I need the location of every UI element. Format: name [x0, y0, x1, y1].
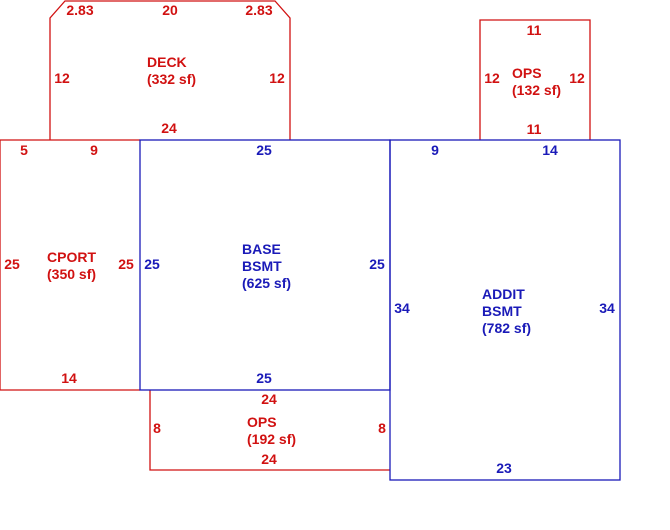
deck-bottom-dimension: 24	[161, 120, 177, 136]
addit-name-line2: BSMT	[482, 303, 522, 319]
ops-bottom-left-dimension: 8	[153, 420, 161, 436]
ops-top-outline	[479, 19, 591, 140]
ops-top-name: OPS	[512, 65, 542, 81]
ops-bottom-name: OPS	[247, 414, 277, 430]
ops-bottom-bottom-dimension: 24	[261, 451, 277, 467]
base-name-line1: BASE	[242, 241, 281, 257]
cport-area-label: (350 sf)	[47, 266, 96, 282]
deck-outline	[49, 0, 291, 140]
cport-right-dimension: 25	[118, 256, 134, 272]
deck-top-left-dimension: 2.83	[66, 2, 93, 18]
base-left-dimension: 25	[144, 256, 160, 272]
addit-bottom-dimension: 23	[496, 460, 512, 476]
addit-right-dimension: 34	[599, 300, 615, 316]
addit-basement-area: 9 14 34 34 23 ADDIT BSMT (782 sf)	[389, 139, 621, 481]
cport-outline	[0, 139, 140, 391]
addit-basement-outline	[389, 139, 621, 481]
base-area-label: (625 sf)	[242, 275, 291, 291]
addit-top-segment-a-dimension: 9	[431, 142, 439, 158]
deck-right-dimension: 12	[269, 70, 285, 86]
ops-top-top-dimension: 11	[527, 22, 542, 38]
deck-top-right-dimension: 2.83	[245, 2, 272, 18]
ops-bottom-outline	[149, 390, 390, 471]
base-basement-area: 25 25 25 25 BASE BSMT (625 sf)	[139, 139, 391, 391]
cport-area: 5 9 25 25 14 CPORT (350 sf)	[0, 139, 140, 391]
base-top-dimension: 25	[256, 142, 272, 158]
addit-area-label: (782 sf)	[482, 320, 531, 336]
cport-top-segment-a-dimension: 5	[20, 142, 28, 158]
deck-name: DECK	[147, 54, 187, 70]
ops-bottom-right-dimension: 8	[378, 420, 386, 436]
deck-top-dimension: 20	[162, 2, 178, 18]
ops-top-bottom-dimension: 11	[527, 121, 542, 137]
base-right-dimension: 25	[369, 256, 385, 272]
ops-top-right-dimension: 12	[569, 70, 585, 86]
cport-bottom-dimension: 14	[61, 370, 77, 386]
ops-bottom-area: 24 8 8 24 OPS (192 sf)	[149, 390, 390, 471]
cport-name: CPORT	[47, 249, 96, 265]
addit-left-dimension: 34	[394, 300, 410, 316]
addit-name-line1: ADDIT	[482, 286, 525, 302]
ops-top-area: 11 12 12 11 OPS (132 sf)	[479, 19, 591, 140]
addit-top-segment-b-dimension: 14	[542, 142, 558, 158]
base-name-line2: BSMT	[242, 258, 282, 274]
ops-top-area-label: (132 sf)	[512, 82, 561, 98]
deck-left-dimension: 12	[54, 70, 70, 86]
base-bottom-dimension: 25	[256, 370, 272, 386]
ops-bottom-top-dimension: 24	[261, 391, 277, 407]
deck-area-label: (332 sf)	[147, 71, 196, 87]
cport-left-dimension: 25	[4, 256, 20, 272]
deck-area: 2.83 20 2.83 12 12 24 DECK (332 sf)	[49, 0, 291, 140]
ops-bottom-area-label: (192 sf)	[247, 431, 296, 447]
cport-top-segment-b-dimension: 9	[90, 142, 98, 158]
ops-top-left-dimension: 12	[484, 70, 500, 86]
